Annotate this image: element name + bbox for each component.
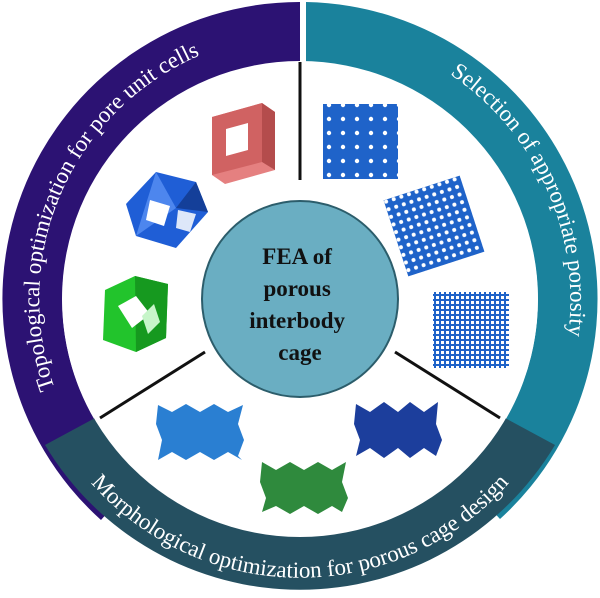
gyroid-cell-illustration <box>103 276 168 352</box>
center-line-2: porous <box>263 276 330 301</box>
center-line-4: cage <box>278 340 321 365</box>
segment-morphological <box>45 418 555 590</box>
low-porosity-panel-illustration <box>323 104 398 179</box>
center-line-1: FEA of <box>262 244 332 269</box>
center-line-3: interbody <box>249 308 345 333</box>
octahedral-cell-illustration <box>126 172 208 248</box>
center-label: FEA of porous interbody cage <box>249 244 351 365</box>
spoke-right <box>394 350 501 420</box>
high-porosity-panel-illustration <box>433 292 509 368</box>
cage-shape-dark-blue-illustration <box>354 402 442 458</box>
cage-shape-green-illustration <box>260 462 348 514</box>
segment-porosity <box>306 2 598 519</box>
cage-shape-light-blue-illustration <box>156 404 244 460</box>
medium-porosity-panel-illustration <box>383 175 485 277</box>
spoke-left <box>99 350 206 420</box>
segment-topological <box>2 1 300 521</box>
center-circle <box>201 200 399 398</box>
cubic-cell-illustration <box>212 103 275 184</box>
